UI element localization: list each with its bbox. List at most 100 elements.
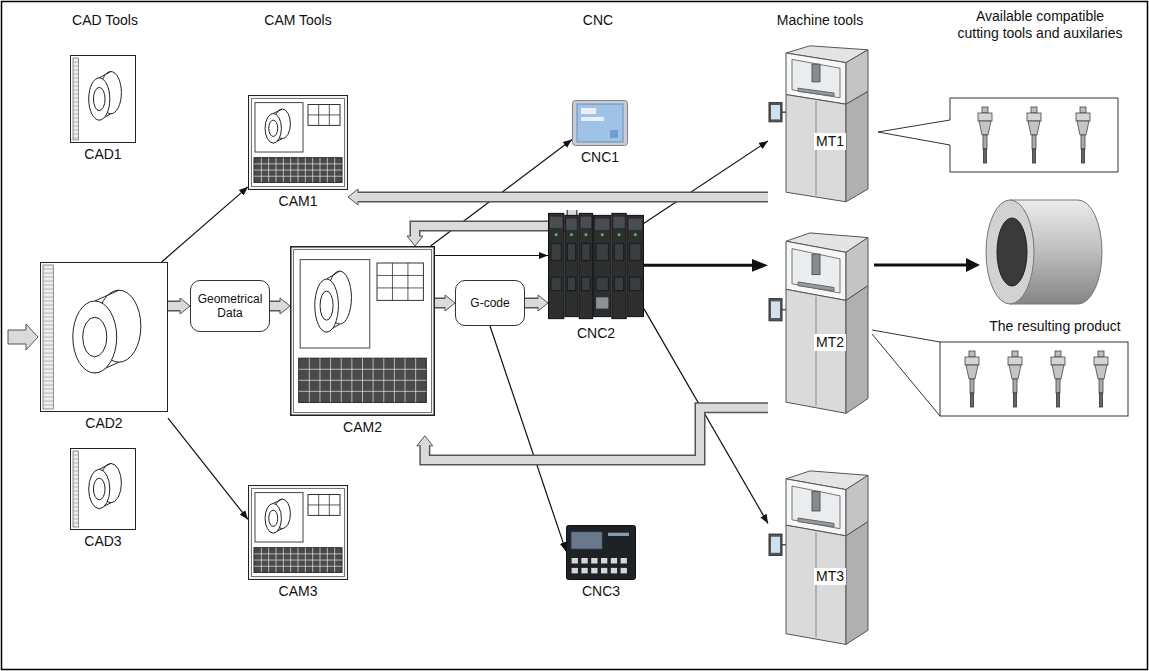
parameter-table	[308, 105, 340, 126]
table-line	[329, 105, 330, 126]
table-line	[308, 504, 340, 505]
tool-bar-line	[43, 341, 53, 342]
block-arrow	[270, 298, 290, 314]
column-header-box: Available compatible cutting tools and a…	[955, 8, 1125, 42]
machine-panel	[846, 286, 868, 414]
product-caption: The resulting product	[975, 318, 1135, 335]
module-plate	[596, 297, 608, 308]
tool-bar-line	[73, 102, 78, 103]
table-line	[308, 114, 340, 115]
module-top	[629, 219, 642, 230]
tool-holder	[1051, 351, 1065, 407]
screen-area	[252, 99, 345, 187]
machine-tool-illustration	[768, 45, 872, 205]
status-led	[634, 233, 637, 236]
block-arrow-joint	[411, 235, 419, 239]
tool-bar-line	[73, 74, 78, 75]
monitor-screen	[771, 301, 780, 318]
spindle	[812, 254, 820, 274]
block-arrow	[525, 295, 548, 311]
tool-bar-line	[43, 317, 53, 318]
machine-table	[798, 88, 834, 96]
screen-icon	[581, 108, 596, 114]
tool-bar-line	[73, 66, 78, 67]
cylinder-bore	[83, 317, 107, 357]
cad-tool-illustration	[70, 448, 136, 530]
caption-box: The resulting product	[975, 318, 1135, 335]
keypad-body	[567, 526, 636, 580]
grid-line	[405, 358, 406, 402]
module-connector	[596, 244, 608, 261]
cylinder-edge	[327, 271, 340, 279]
toolpath-grid	[254, 548, 342, 573]
node-label: CAM3	[248, 580, 348, 600]
tool-bar-line	[73, 86, 78, 87]
grid-line	[351, 358, 352, 402]
tool-holder	[1094, 351, 1108, 407]
machine-panel	[786, 95, 846, 202]
column-header-box: CAM Tools	[248, 12, 348, 29]
tool-bar-line	[73, 467, 78, 468]
block-arrow-joint	[179, 302, 183, 310]
tool-bar-line	[43, 321, 53, 322]
cylinder-bore	[93, 87, 105, 110]
module-connector	[582, 244, 590, 261]
keypad-key	[591, 568, 597, 574]
tool-bar	[43, 265, 53, 409]
tool-bar-line	[73, 495, 78, 496]
tool-bar	[73, 451, 78, 527]
tool-holder	[1008, 351, 1022, 407]
tool-bar-line	[43, 381, 53, 382]
tool-bar-line	[73, 519, 78, 520]
control-monitor	[769, 299, 782, 321]
module-connector	[630, 277, 641, 290]
grid-line	[327, 548, 328, 573]
cnc-controller: CNC2	[548, 210, 644, 342]
tool-bar-line	[73, 503, 78, 504]
node-label: CAM2	[290, 416, 435, 436]
tool-bar-line	[43, 301, 53, 302]
cylinder-edge	[95, 290, 119, 301]
block-arrow-outline	[358, 192, 768, 203]
thin-arrow	[162, 187, 248, 262]
cam-tool: CAM1	[248, 95, 348, 210]
thin-arrow-line	[435, 255, 548, 256]
box-text: Geometrical Data	[194, 292, 266, 321]
tool-bar-line	[43, 305, 53, 306]
machine-window	[792, 249, 840, 293]
panel-frame	[573, 101, 628, 146]
grid-line	[341, 358, 342, 402]
node-label: CAD2	[40, 412, 168, 432]
keypad-key	[611, 568, 617, 574]
block-arrow-body	[358, 193, 768, 201]
grid-line	[330, 358, 331, 402]
plc-module	[549, 213, 564, 318]
cylinder-bore	[269, 510, 278, 526]
cylinder-edge	[273, 499, 282, 503]
table-line	[392, 263, 393, 300]
thin-arrow-line	[644, 141, 768, 223]
grid-line	[276, 158, 277, 183]
data-box: Geometrical Data	[190, 280, 270, 332]
block-arrow	[407, 210, 572, 246]
grid-line	[327, 158, 328, 183]
grid-line	[320, 158, 321, 183]
machine-tool: MT3	[768, 470, 872, 648]
toolpath-grid	[254, 158, 342, 183]
tool-bar-line	[73, 90, 78, 91]
cylinder-face	[89, 469, 110, 508]
cad-tool: CAD1	[70, 55, 136, 163]
thin-arrow-line	[162, 187, 248, 262]
machine-panel	[846, 522, 868, 645]
tool-bar-line	[43, 369, 53, 370]
grid-line	[320, 548, 321, 573]
tool-bar-line	[73, 511, 78, 512]
block-arrow-body	[425, 408, 768, 460]
cam-tool-illustration	[248, 485, 348, 580]
cam-tool-illustration	[248, 95, 348, 190]
tool-bar-line	[73, 78, 78, 79]
tool-bar-line	[73, 483, 78, 484]
view-window	[255, 493, 303, 542]
block-arrow-outline	[525, 298, 538, 309]
